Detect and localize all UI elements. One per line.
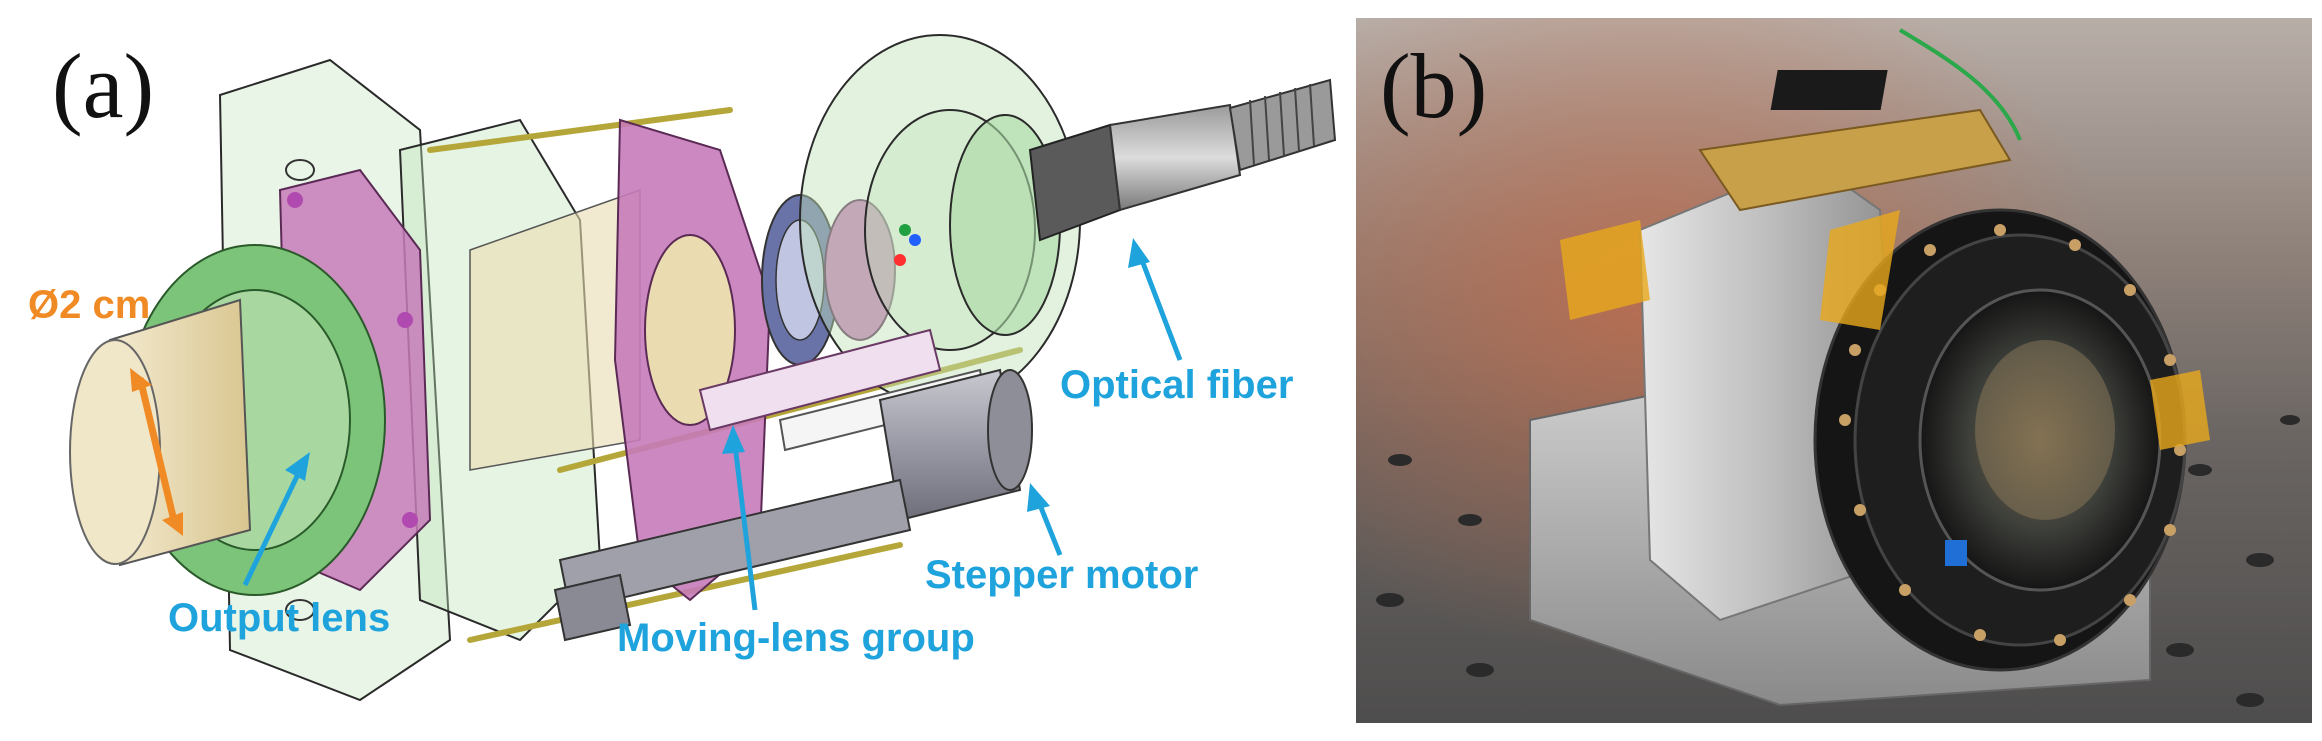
optical-table-holes — [1376, 415, 2300, 707]
photo-pcb — [1698, 108, 2012, 212]
diameter-label: Ø2 cm — [28, 283, 151, 327]
photo-metal-block — [1638, 158, 1902, 622]
photo-blue-tag — [1945, 540, 1967, 566]
cad-diagram — [69, 34, 1337, 702]
photo-connector — [1770, 70, 1888, 110]
photo-warm-blur — [1356, 18, 2312, 723]
photo-base-plate — [1529, 338, 2151, 707]
photo-background — [1356, 18, 2312, 723]
moving-lens-group-label: Moving-lens group — [617, 616, 975, 660]
panel-b-label: (b) — [1380, 35, 1488, 137]
photo-kapton-tape — [1560, 210, 2210, 450]
photo-ring-screws — [1839, 224, 2186, 646]
stepper-motor-label: Stepper motor — [925, 553, 1199, 597]
inner-lens-group — [761, 194, 896, 366]
callout-arrows — [242, 238, 1183, 611]
optical-fiber-label: Optical fiber — [1060, 363, 1294, 407]
panel-a-label: (a) — [52, 35, 155, 137]
output-lens-label: Output lens — [168, 596, 391, 640]
optical-fiber — [1028, 78, 1337, 242]
stepper-motor — [553, 368, 1033, 642]
photo-lens-assembly — [1813, 208, 2187, 672]
output-lens — [69, 298, 252, 567]
diameter-arrow — [130, 368, 183, 536]
moving-lens-plate — [613, 118, 772, 602]
photo-wires — [1898, 28, 2022, 141]
